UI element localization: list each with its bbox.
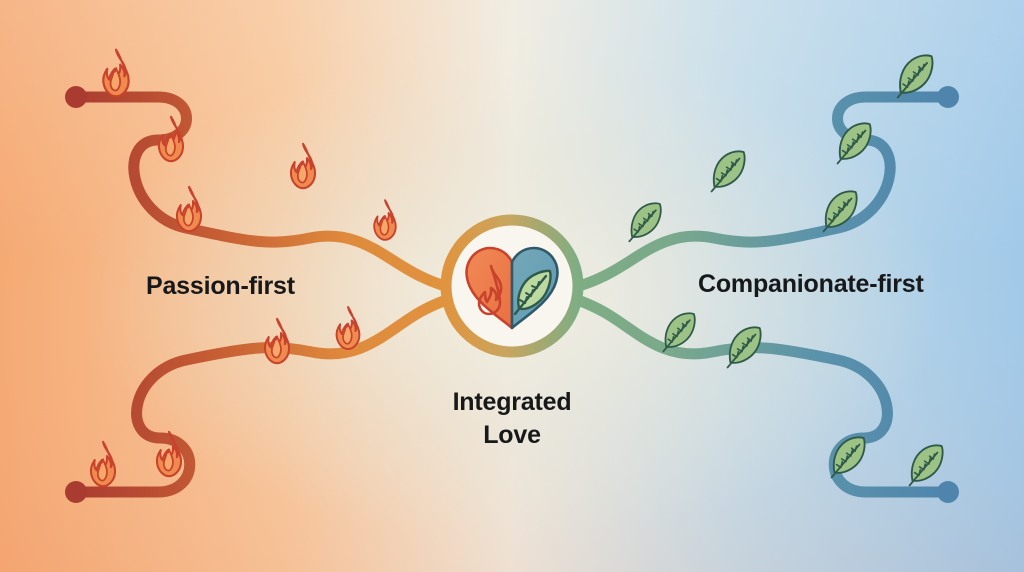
left-lower-path (70, 289, 468, 498)
heart-left-half (465, 246, 514, 330)
heart-leaf-icon (513, 269, 552, 316)
endpoint-dot-bottom-right (937, 481, 959, 503)
center-circle-ring (440, 214, 584, 358)
endpoint-dot-top-left (65, 86, 87, 108)
heart-flame-icon (477, 264, 503, 316)
endpoint-group (65, 86, 959, 503)
center-node (440, 214, 584, 358)
endpoint-dot-top-right (937, 86, 959, 108)
integrated-heart-icon (465, 246, 559, 330)
endpoint-dot-bottom-left (65, 481, 87, 503)
